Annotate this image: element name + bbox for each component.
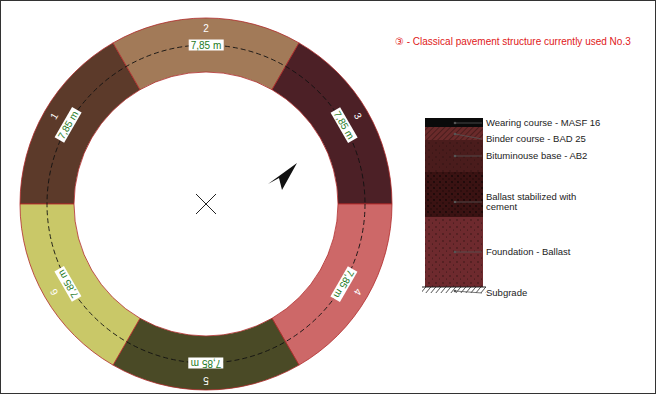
centre-mark (196, 194, 216, 214)
leader-dots (454, 122, 457, 293)
dimension-label: 7,85 m (189, 40, 224, 51)
pavement-ring (20, 18, 392, 390)
centre-mark (196, 194, 216, 214)
ring-sector (113, 18, 299, 90)
note-text: ③ - Classical pavement structure current… (395, 36, 631, 47)
direction-arrow (268, 163, 297, 190)
ring-sector (272, 43, 392, 204)
layer-label: Subgrade (486, 288, 527, 298)
ring-sector (20, 204, 140, 365)
layer-label: Binder course - BAD 25 (486, 134, 586, 144)
layer-label: Wearing course - MASF 16 (486, 118, 600, 128)
layer-label: Bituminouse base - AB2 (486, 151, 587, 161)
centre-line (47, 45, 365, 363)
dimension-label: 7,85 m (189, 358, 224, 369)
leader-lines (455, 123, 482, 293)
layer-label: Ballast stabilized with cement (486, 192, 581, 213)
segment-number: 2 (203, 23, 209, 34)
pavement-layers (422, 118, 486, 293)
ring-sector (272, 204, 392, 365)
layer-label: Foundation - Ballast (486, 247, 571, 257)
ring-sector (20, 43, 140, 204)
ring-sector (113, 318, 299, 390)
segment-number: 5 (203, 375, 209, 386)
